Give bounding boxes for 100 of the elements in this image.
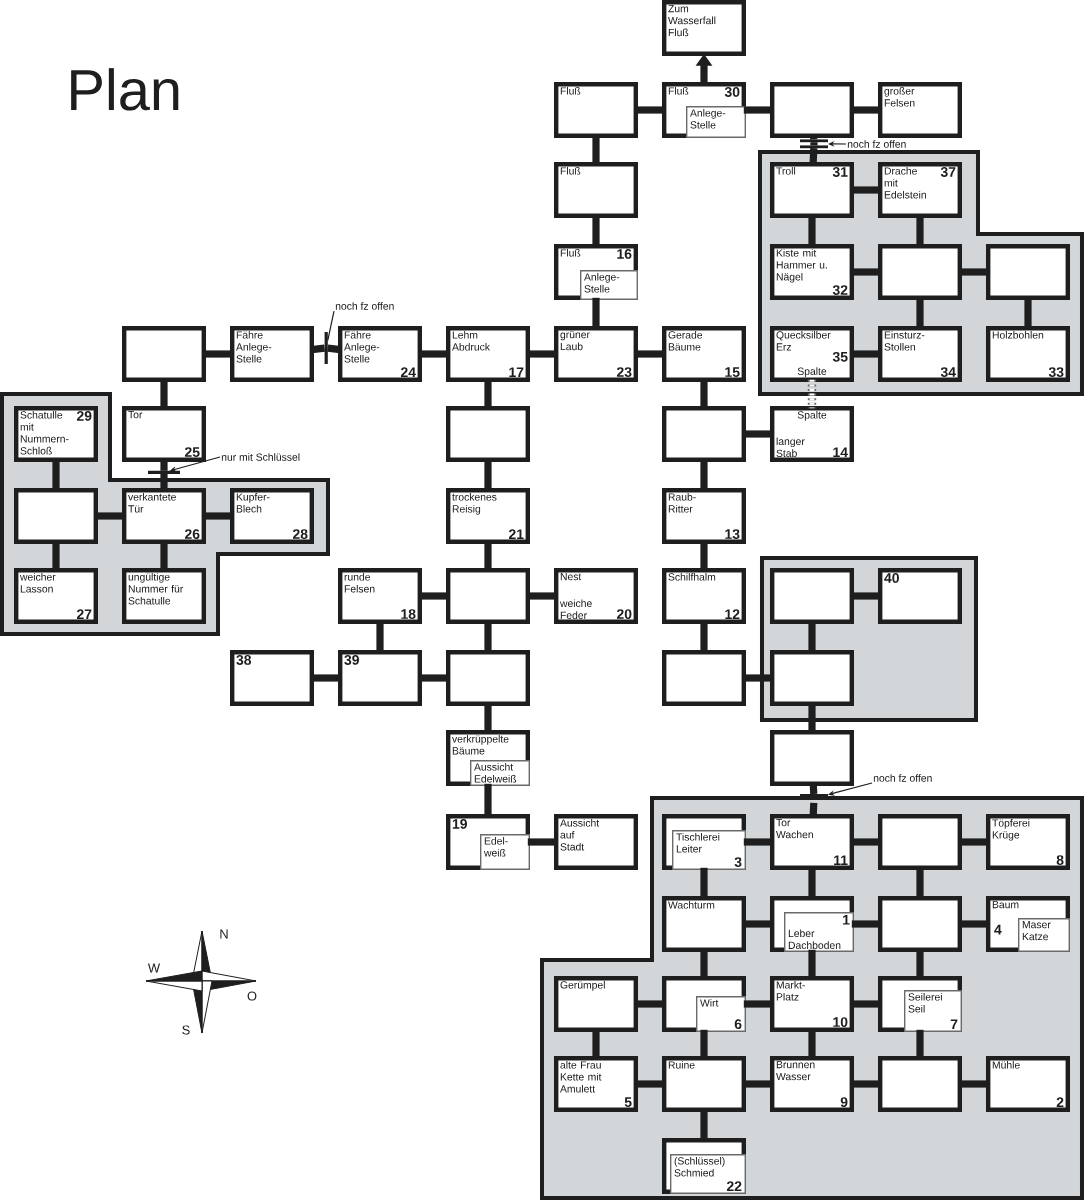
empty-box [770,568,854,624]
connector [808,215,816,247]
connector [743,106,773,114]
connector [376,621,384,653]
connector [484,541,492,571]
connector [160,379,168,409]
empty-box [662,650,746,706]
empty-box [878,244,962,300]
connector [851,920,881,928]
connector [484,379,492,409]
connector [1024,297,1032,329]
connector [700,541,708,571]
connector [592,1029,600,1059]
empty-box [14,488,98,544]
connector [808,1029,816,1059]
empty-box [662,406,746,462]
connector [700,1029,708,1059]
connector [527,838,557,846]
door-mark [800,139,828,149]
door-mark [148,470,180,474]
connector [635,1000,665,1008]
connector [851,1080,881,1088]
connector [327,344,341,354]
empty-box [446,650,530,706]
empty-box [986,244,1070,300]
connector [311,344,325,354]
connector [743,674,773,682]
connector [743,1080,773,1088]
empty-box [122,326,206,382]
empty-box [878,814,962,870]
connector [916,215,924,247]
connector [419,674,449,682]
connector [743,1000,773,1008]
connector [959,1080,989,1088]
connector [52,541,60,571]
connector [959,838,989,846]
connector [484,783,492,817]
empty-box [446,406,530,462]
connector [809,783,818,795]
connector [959,268,989,276]
connector [851,268,881,276]
connector [743,430,773,438]
empty-box [878,1056,962,1112]
connector [203,512,233,520]
connector [419,592,449,600]
connector [809,148,818,165]
connector [311,674,341,682]
connector [52,459,60,491]
connector [743,920,773,928]
connector [95,512,125,520]
empty-box [770,82,854,138]
connector [160,459,168,471]
connector [808,949,816,979]
connector [700,379,708,409]
connector [851,186,881,194]
connector [916,949,924,979]
connector [592,135,600,165]
connector [851,350,881,358]
connector [809,135,818,140]
empty-box [770,650,854,706]
dotted-connector [807,379,817,409]
empty-box [878,896,962,952]
connector [809,802,818,817]
connector [916,1029,924,1059]
title: Plan [71,68,179,111]
connector [743,838,773,846]
connector [808,703,816,733]
connector [203,350,233,358]
connector [851,838,881,846]
connector [635,106,665,114]
connector [419,350,449,358]
connector [635,1080,665,1088]
empty-box [446,568,530,624]
leader-arrow [828,782,873,796]
connector [808,621,816,653]
connector [959,920,989,928]
connector [527,592,557,600]
connector [592,215,600,247]
leader-arrow [828,141,847,147]
connector [700,1109,708,1141]
connector [635,350,665,358]
connector [700,621,708,653]
connector [851,592,881,600]
connector [484,621,492,653]
connector [916,297,924,329]
connector [160,474,168,491]
connector [160,541,168,571]
connector [700,949,708,979]
connector [808,867,816,899]
leader-line [327,310,335,342]
connector [851,106,881,114]
connector [916,867,924,899]
door-mark [324,332,328,364]
connector [592,297,600,329]
connector [527,350,557,358]
empty-box [770,730,854,786]
connector [700,459,708,491]
connector [851,1000,881,1008]
connector [700,867,708,899]
connector [484,703,492,733]
